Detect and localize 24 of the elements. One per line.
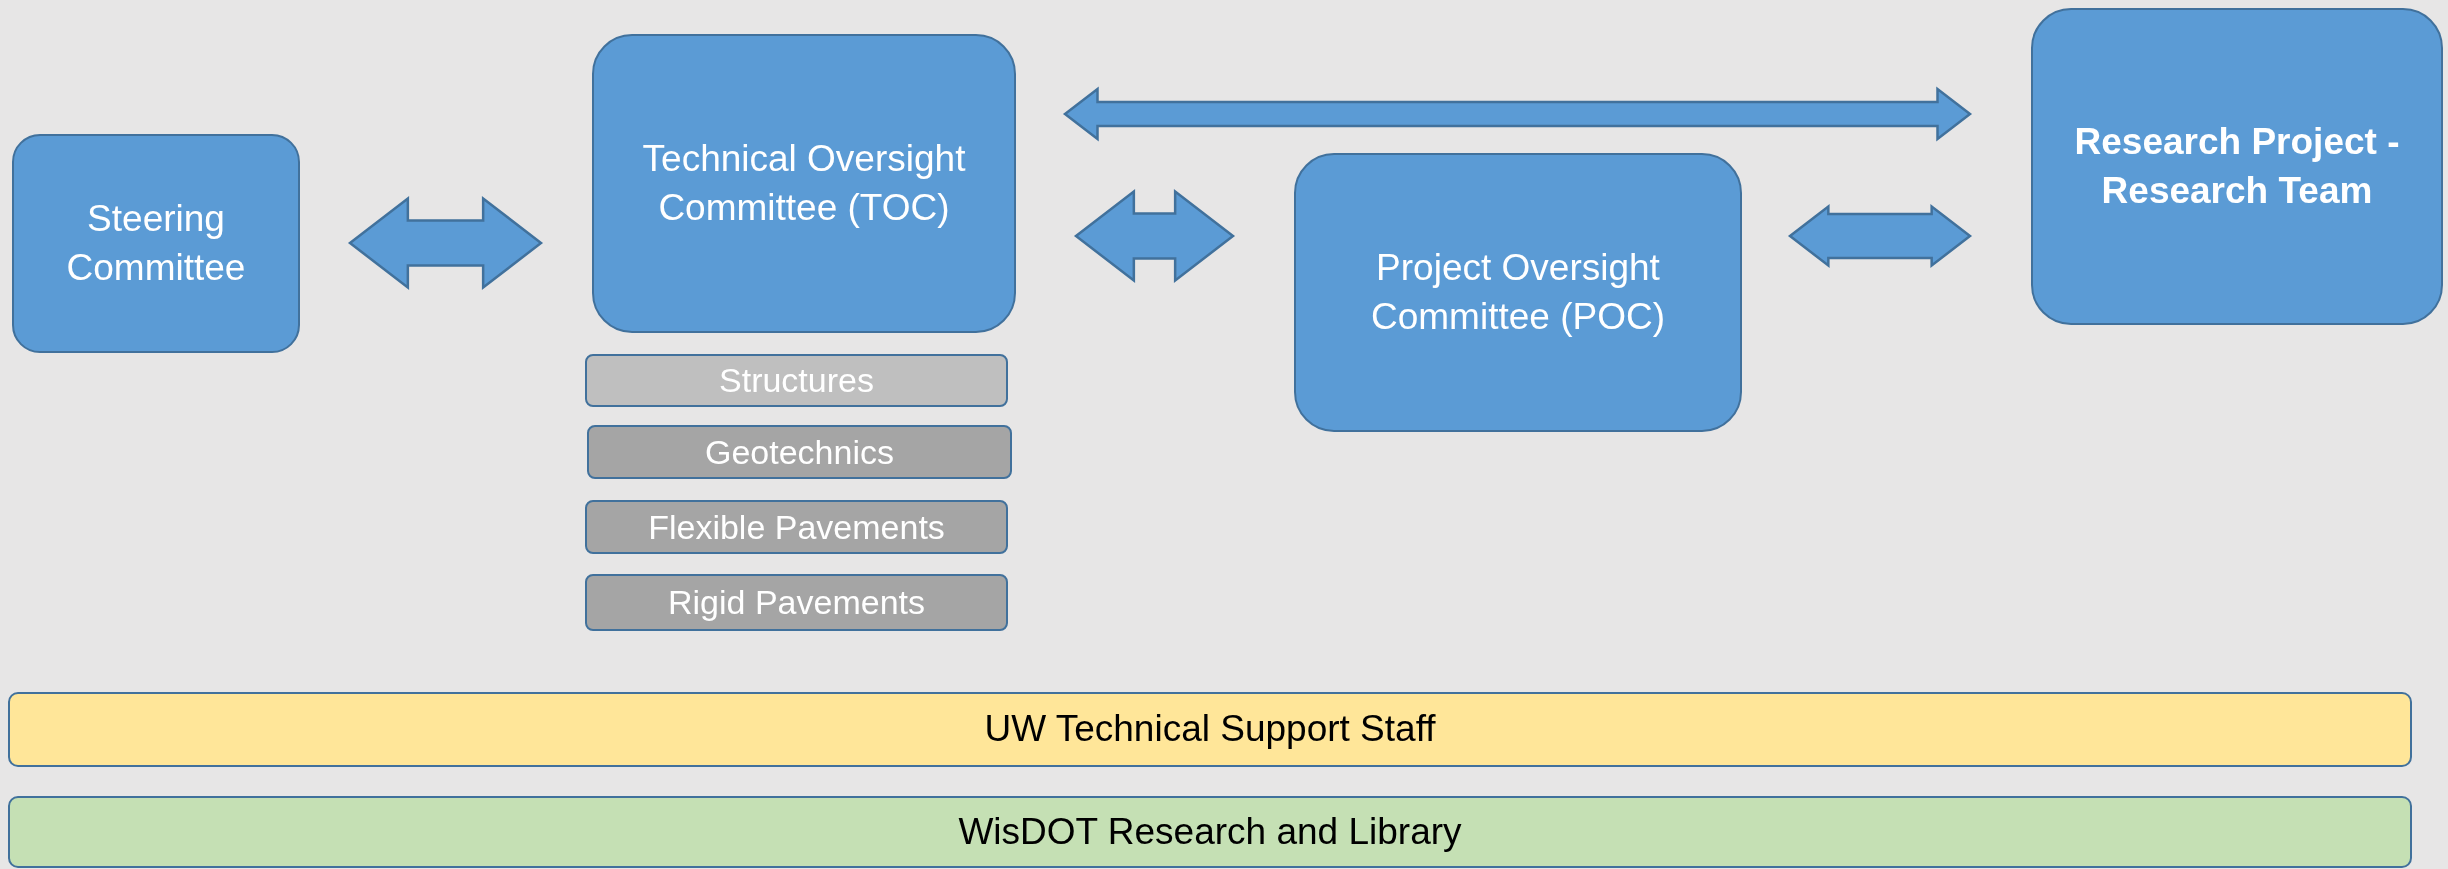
committee-box: [12, 134, 300, 353]
node-label: Steering Committee: [65, 197, 247, 290]
node-label: Geotechnics: [704, 431, 895, 473]
subcommittee-box: [585, 574, 1008, 631]
committee-box: [1294, 153, 1742, 432]
subcommittee-box: [585, 500, 1008, 554]
subcommittee-box: [587, 425, 1012, 479]
subcommittee-box: [585, 354, 1008, 407]
support-band: [8, 692, 2412, 767]
node-label: Technical Oversight Committee (TOC): [641, 137, 967, 230]
double-block-arrow: [1073, 188, 1236, 284]
node-label: Rigid Pavements: [667, 582, 926, 624]
node-label: UW Technical Support Staff: [983, 707, 1437, 752]
node-label: Flexible Pavements: [647, 506, 946, 548]
node-label: Structures: [718, 360, 875, 402]
library-band: [8, 796, 2412, 868]
node-label: Project Oversight Committee (POC): [1370, 246, 1666, 339]
node-label: Research Project - Research Team: [2073, 120, 2401, 213]
committee-box: [592, 34, 1016, 333]
project-box: [2031, 8, 2443, 325]
node-label: WisDOT Research and Library: [957, 809, 1463, 854]
double-block-arrow: [347, 195, 544, 291]
double-block-arrow: [1787, 203, 1973, 269]
double-block-arrow: [1062, 86, 1973, 142]
